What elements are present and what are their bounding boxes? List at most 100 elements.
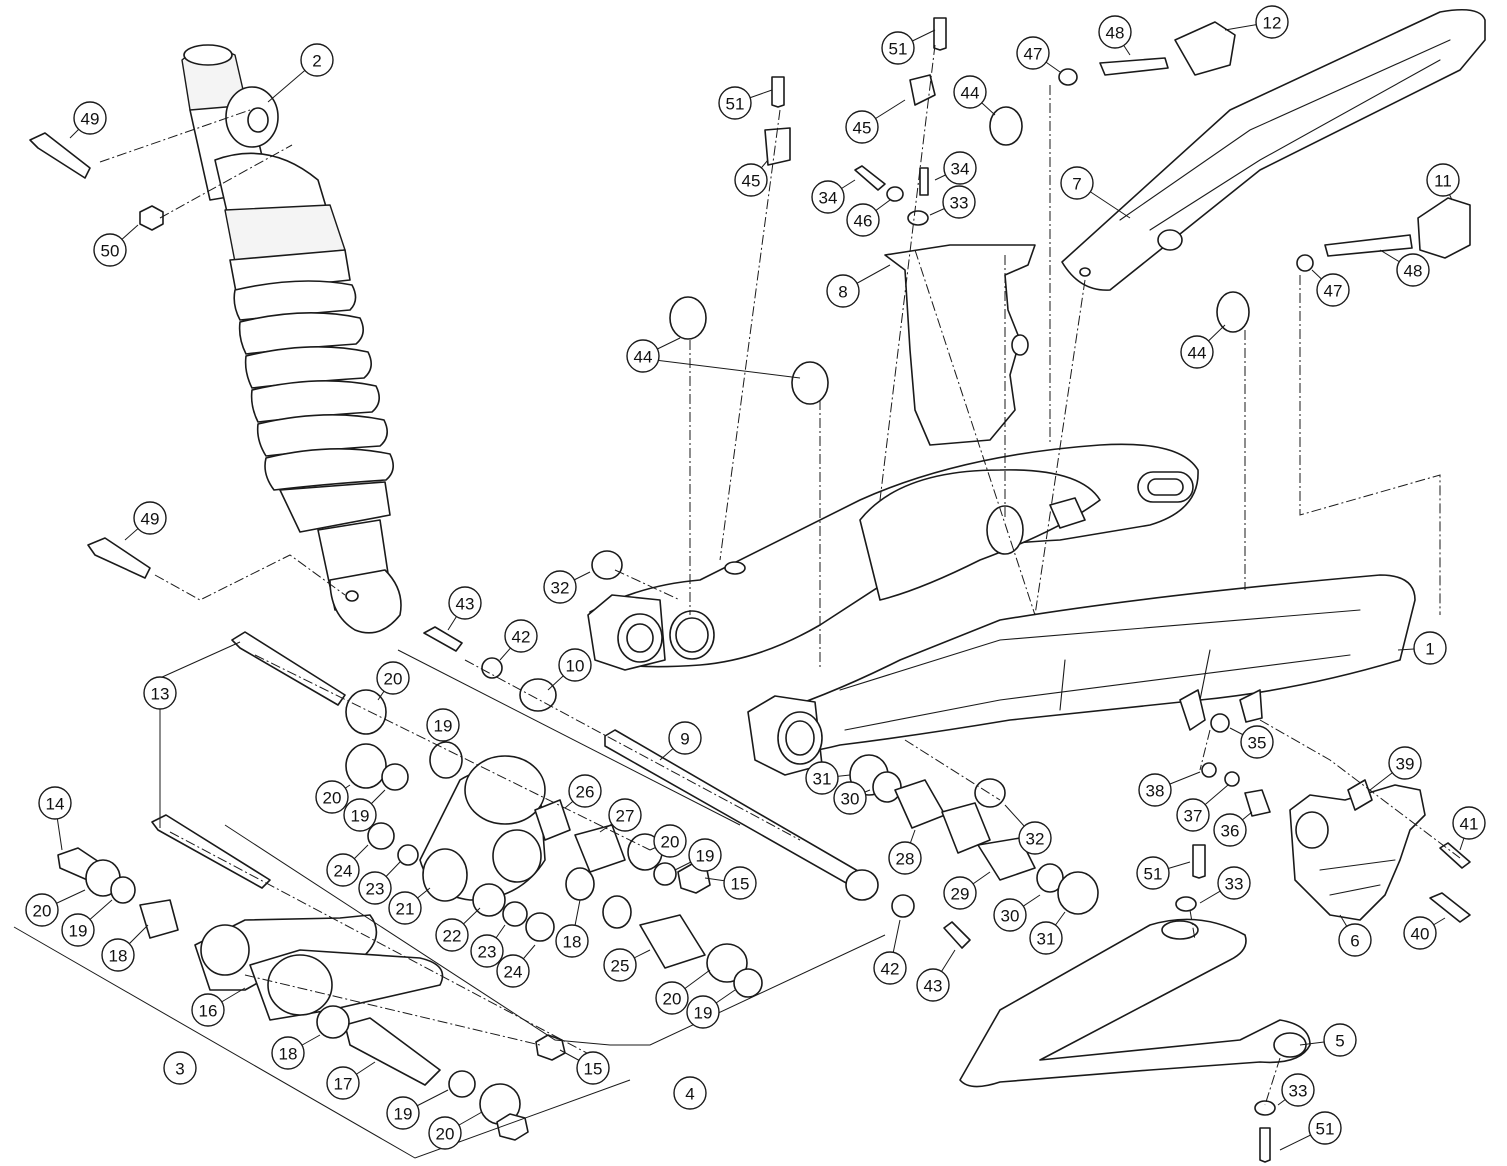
callout-circle bbox=[428, 1116, 462, 1150]
callout-circle bbox=[1176, 798, 1210, 832]
callout-circle bbox=[1388, 746, 1422, 780]
callout-number: 15 bbox=[584, 1060, 603, 1079]
callout-number: 34 bbox=[951, 160, 970, 179]
callout-4: 4 bbox=[673, 1076, 707, 1110]
callout-number: 8 bbox=[838, 283, 847, 302]
callout-circle bbox=[688, 838, 722, 872]
callout-number: 47 bbox=[1024, 45, 1043, 64]
callout-number: 43 bbox=[924, 977, 943, 996]
callout-circle bbox=[916, 968, 950, 1002]
callout-number: 32 bbox=[551, 579, 570, 598]
callout-29: 29 bbox=[943, 871, 991, 910]
callout-49b: 49 bbox=[124, 501, 167, 541]
callout-circle bbox=[673, 1076, 707, 1110]
callout-circle bbox=[846, 203, 880, 237]
callout-circle bbox=[326, 853, 360, 887]
callout-44c: 44 bbox=[1180, 324, 1226, 369]
callout-number: 35 bbox=[1248, 734, 1267, 753]
callout-number: 25 bbox=[611, 957, 630, 976]
callout-47a: 47 bbox=[1016, 36, 1061, 73]
callout-number: 51 bbox=[1144, 865, 1163, 884]
callout-circle bbox=[1240, 725, 1274, 759]
callout-number: 3 bbox=[175, 1060, 184, 1079]
callout-number: 49 bbox=[81, 110, 100, 129]
callout-24b: 24 bbox=[496, 944, 536, 988]
callout-16: 16 bbox=[191, 987, 246, 1027]
callout-number: 18 bbox=[279, 1045, 298, 1064]
callout-circle bbox=[943, 151, 977, 185]
callout-number: 51 bbox=[726, 95, 745, 114]
callout-number: 24 bbox=[334, 862, 353, 881]
callout-9: 9 bbox=[659, 721, 702, 761]
callout-43b: 43 bbox=[916, 949, 956, 1002]
callout-23b: 23 bbox=[470, 924, 506, 968]
callout-18b: 18 bbox=[555, 899, 589, 958]
callout-circle bbox=[191, 993, 225, 1027]
callout-34b: 34 bbox=[934, 151, 977, 185]
callout-number: 15 bbox=[731, 875, 750, 894]
callout-number: 11 bbox=[1434, 172, 1452, 191]
callout-41: 41 bbox=[1452, 806, 1486, 851]
callout-15b: 15 bbox=[559, 1049, 610, 1085]
callout-circle bbox=[376, 661, 410, 695]
callout-49a: 49 bbox=[69, 101, 107, 139]
callout-number: 32 bbox=[1026, 830, 1045, 849]
chain-guard bbox=[1061, 9, 1486, 291]
callout-number: 48 bbox=[1106, 24, 1125, 43]
leader-lines bbox=[13, 44, 1461, 1159]
callout-20f: 20 bbox=[428, 1111, 483, 1150]
callout-10: 10 bbox=[547, 648, 592, 691]
callout-circle bbox=[845, 110, 879, 144]
callout-11: 11 bbox=[1426, 163, 1460, 201]
callout-circle bbox=[543, 570, 577, 604]
callout-number: 12 bbox=[1263, 14, 1282, 33]
callout-number: 17 bbox=[334, 1075, 353, 1094]
callout-number: 33 bbox=[950, 194, 969, 213]
callout-20d: 20 bbox=[649, 824, 687, 858]
callout-circle bbox=[555, 924, 589, 958]
callout-13: 13 bbox=[143, 676, 177, 710]
callout-circle bbox=[163, 1051, 197, 1085]
callout-circle bbox=[315, 780, 349, 814]
callout-37: 37 bbox=[1176, 784, 1229, 832]
callout-number: 23 bbox=[366, 880, 385, 899]
callout-circle bbox=[1180, 335, 1214, 369]
callout-circle bbox=[343, 798, 377, 832]
callout-12: 12 bbox=[1224, 5, 1289, 39]
callout-number: 50 bbox=[101, 242, 120, 261]
callout-43a: 43 bbox=[447, 586, 482, 631]
swingarm bbox=[587, 443, 1416, 776]
callout-number: 20 bbox=[323, 789, 342, 808]
callout-51a: 51 bbox=[881, 29, 936, 65]
callout-19d: 19 bbox=[674, 838, 722, 872]
callout-45b: 45 bbox=[734, 159, 769, 197]
callout-circle bbox=[1403, 916, 1437, 950]
callout-number: 6 bbox=[1350, 932, 1359, 951]
callout-38: 38 bbox=[1138, 771, 1201, 807]
callout-circle bbox=[833, 781, 867, 815]
callout-circle bbox=[943, 876, 977, 910]
callout-number: 20 bbox=[661, 833, 680, 852]
callout-45a: 45 bbox=[845, 99, 906, 144]
callout-circle bbox=[805, 761, 839, 795]
callout-number: 20 bbox=[663, 990, 682, 1009]
callout-30a: 30 bbox=[833, 781, 871, 815]
callout-number: 39 bbox=[1396, 755, 1415, 774]
callout-36: 36 bbox=[1213, 811, 1253, 847]
callout-circle bbox=[1338, 923, 1372, 957]
callout-number: 28 bbox=[896, 850, 915, 869]
callout-number: 2 bbox=[312, 52, 321, 71]
callout-number: 13 bbox=[151, 685, 170, 704]
callout-circle bbox=[504, 619, 538, 653]
callout-circle bbox=[358, 871, 392, 905]
callout-number: 37 bbox=[1184, 807, 1203, 826]
callout-number: 18 bbox=[563, 933, 582, 952]
callout-number: 4 bbox=[685, 1085, 694, 1104]
callout-circle bbox=[655, 981, 689, 1015]
callout-circle bbox=[326, 1066, 360, 1100]
callout-circle bbox=[496, 954, 530, 988]
callout-7: 7 bbox=[1060, 166, 1131, 219]
callout-20e: 20 bbox=[655, 969, 711, 1015]
callout-number: 22 bbox=[443, 927, 462, 946]
callout-circle bbox=[1281, 1073, 1315, 1107]
